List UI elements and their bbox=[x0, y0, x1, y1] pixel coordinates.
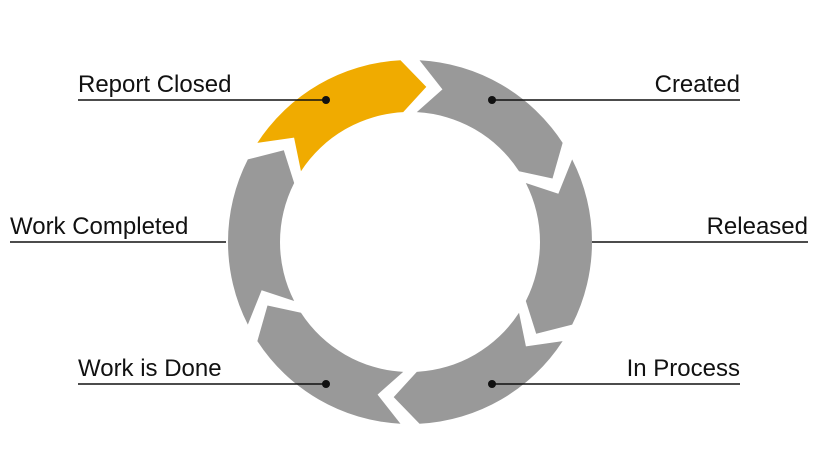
segment-work-is-done bbox=[393, 312, 563, 424]
label-report-closed: Report Closed bbox=[78, 71, 231, 98]
segment-report-closed bbox=[228, 150, 295, 325]
callout-work-completed: Work Completed bbox=[10, 213, 226, 243]
callout-in-process: In Process bbox=[488, 355, 740, 388]
callout-report-closed: Report Closed bbox=[78, 71, 330, 104]
segment-released bbox=[416, 60, 563, 179]
leader-dot-in-process bbox=[488, 380, 496, 388]
segment-created bbox=[257, 60, 427, 172]
callout-work-is-done: Work is Done bbox=[78, 355, 330, 388]
callout-released: Released bbox=[592, 213, 808, 243]
leader-dot-created bbox=[488, 96, 496, 104]
leader-dot-work-is-done bbox=[322, 380, 330, 388]
label-released: Released bbox=[707, 213, 808, 240]
cycle-ring bbox=[228, 60, 592, 424]
leader-dot-report-closed bbox=[322, 96, 330, 104]
callout-created: Created bbox=[488, 71, 740, 104]
label-work-is-done: Work is Done bbox=[78, 355, 222, 382]
label-in-process: In Process bbox=[627, 355, 740, 382]
label-work-completed: Work Completed bbox=[10, 213, 188, 240]
segment-work-completed bbox=[257, 305, 404, 424]
segment-in-process bbox=[525, 159, 592, 334]
label-created: Created bbox=[655, 71, 740, 98]
